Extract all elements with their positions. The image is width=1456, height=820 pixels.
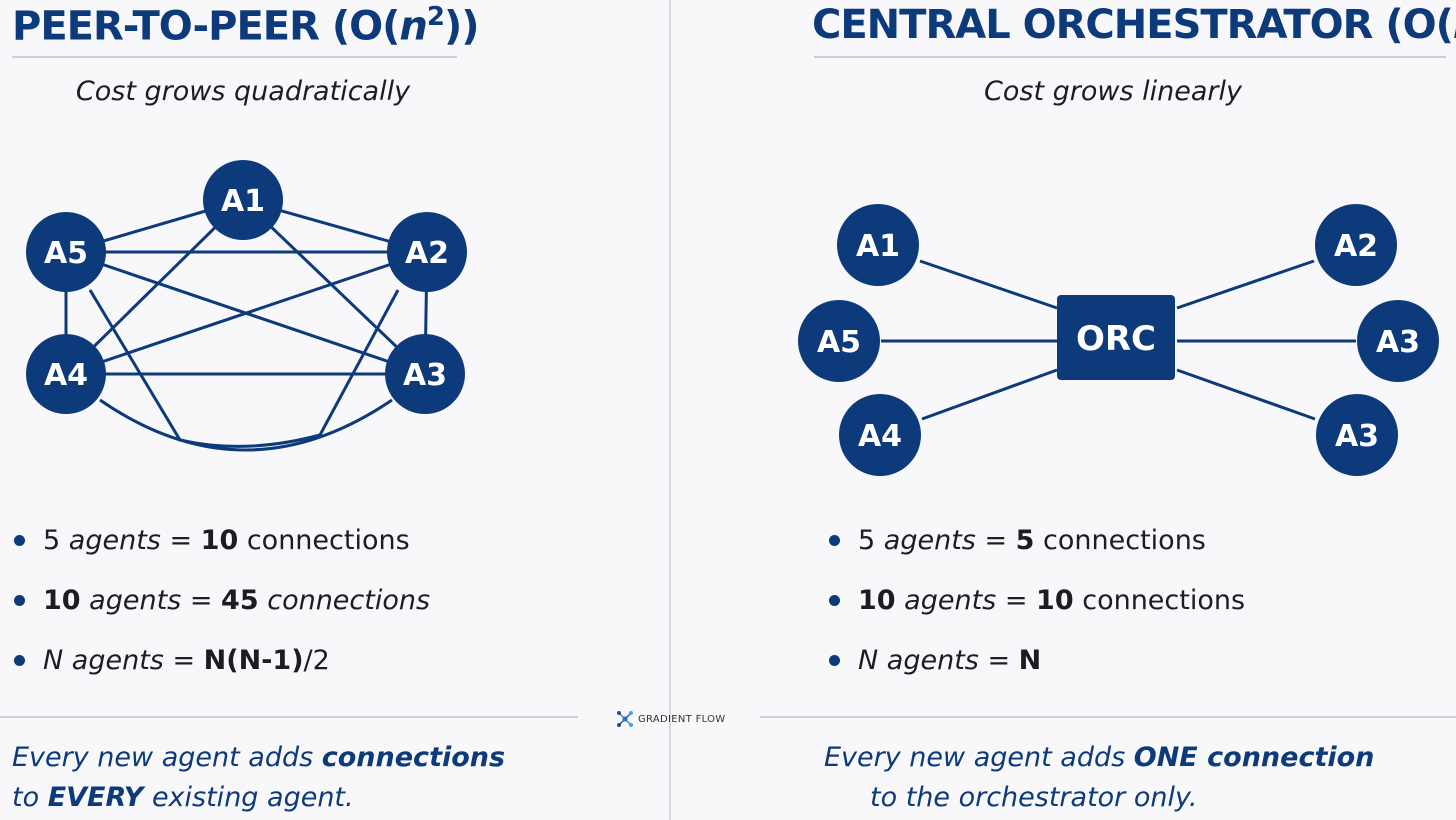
agent-label: A1 (221, 184, 265, 219)
right-bullets: 5 agents = 5 connections 10 agents = 10 … (829, 520, 1245, 680)
bullet-dot (14, 534, 25, 546)
bullet-item: 10 agents = 45 connections (14, 580, 430, 620)
bullet-item: 5 agents = 5 connections (829, 520, 1245, 560)
bullet-dot (14, 594, 25, 606)
connection-line (88, 289, 400, 448)
gradient-flow-logo: GRADIENT FLOW (616, 710, 726, 728)
agent-label: A3 (1376, 325, 1420, 360)
orchestrator-label: ORC (1076, 319, 1156, 359)
agent-label: A3 (1335, 419, 1379, 454)
bullet-dot (829, 654, 840, 666)
agent-node-a5 (798, 300, 880, 382)
connection-line (921, 368, 1058, 421)
center-divider (669, 0, 671, 820)
right-subtitle: Cost grows linearly (984, 76, 1242, 107)
bullet-dot (14, 654, 25, 666)
right-footer: Every new agent adds ONE connection to t… (824, 742, 1375, 813)
left-bullets: 5 agents = 10 connections 10 agents = 45… (14, 520, 430, 680)
network-nodes-icon (617, 711, 633, 727)
connection-line (1176, 259, 1315, 310)
connection-line (919, 259, 1058, 310)
agent-node-a3 (1357, 300, 1439, 382)
right-title-rule (814, 56, 1446, 58)
connection-line (241, 198, 427, 376)
left-footer-rule (0, 716, 578, 718)
logo-text: GRADIENT FLOW (638, 713, 726, 725)
agent-node-a3 (385, 334, 465, 414)
agent-label: A5 (44, 236, 88, 271)
agent-label: A4 (858, 419, 902, 454)
bullet-item: 10 agents = 10 connections (829, 580, 1245, 620)
agent-label: A2 (1334, 229, 1378, 264)
right-title: CENTRAL ORCHESTRATOR (O(n)) (812, 2, 1456, 48)
bullet-item: N agents = N (829, 640, 1245, 680)
bullet-dot (829, 534, 840, 546)
orchestrator-hub (1057, 295, 1175, 380)
agent-node-a1 (203, 160, 283, 240)
connection-arc (99, 398, 393, 452)
right-footer-rule (760, 716, 1456, 718)
left-title: PEER-TO-PEER (O(n2)) (12, 2, 480, 50)
agent-label: A4 (44, 358, 88, 393)
left-title-rule (12, 56, 457, 58)
left-footer: Every new agent adds connections to EVER… (12, 742, 506, 813)
connection-line (64, 198, 245, 376)
connection-line (1176, 368, 1316, 421)
agent-label: A5 (817, 325, 861, 360)
bullet-dot (829, 594, 840, 606)
agent-label: A2 (405, 236, 449, 271)
bullet-item: N agents = N(N-1)/2 (14, 640, 430, 680)
agent-node-a2 (1315, 204, 1397, 286)
agent-node-a2 (387, 212, 467, 292)
bullet-item: 5 agents = 10 connections (14, 520, 430, 560)
agent-label: A1 (856, 229, 900, 264)
agent-node-a3 (1316, 394, 1398, 476)
agent-node-a4 (26, 334, 106, 414)
agent-label: A3 (403, 358, 447, 393)
agent-node-a4 (839, 394, 921, 476)
agent-node-a5 (26, 212, 106, 292)
agent-node-a1 (837, 204, 919, 286)
left-subtitle: Cost grows quadratically (75, 76, 411, 107)
